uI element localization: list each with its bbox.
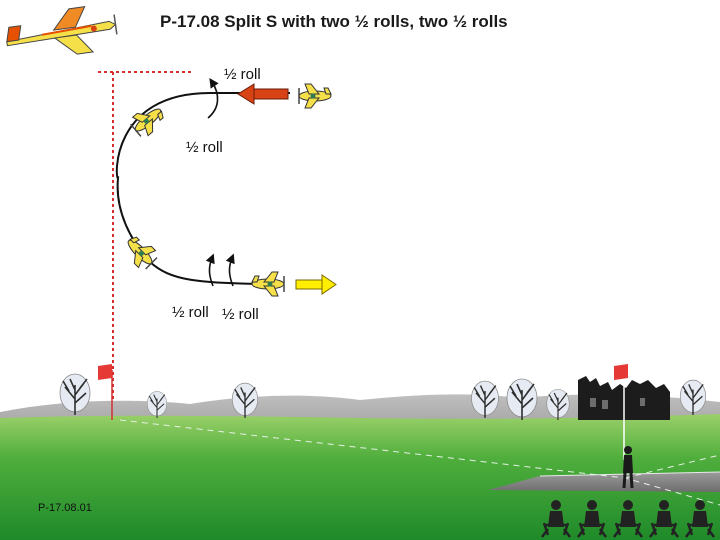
entry-arrow: [237, 83, 289, 105]
airplane-icon: [127, 99, 169, 141]
airplane-logo-icon: [6, 5, 118, 55]
roll-label-bottom-1: ½ roll: [172, 304, 209, 321]
airplane-icon: [298, 83, 332, 109]
roll-label-left: ½ roll: [186, 139, 223, 156]
page-title: P-17.08 Split S with two ½ rolls, two ½ …: [160, 12, 508, 31]
flag-icon: [98, 364, 113, 420]
figure-code: P-17.08.01: [38, 502, 92, 514]
roll-arrow-bottom-2: [225, 253, 235, 287]
grass-field: [0, 414, 720, 540]
roll-arrow-top: [207, 78, 219, 119]
airplane-icon: [251, 271, 285, 297]
pilot-icon: [622, 446, 634, 489]
ground-sightline-right: [624, 454, 720, 479]
exit-arrow: [295, 274, 337, 295]
roll-label-bottom-2: ½ roll: [222, 306, 259, 323]
flag-icon: [614, 364, 628, 460]
runway: [488, 472, 720, 492]
roll-arrow-bottom-1: [205, 253, 215, 287]
judge-sightline: [98, 71, 192, 400]
roll-label-top: ½ roll: [224, 66, 261, 83]
